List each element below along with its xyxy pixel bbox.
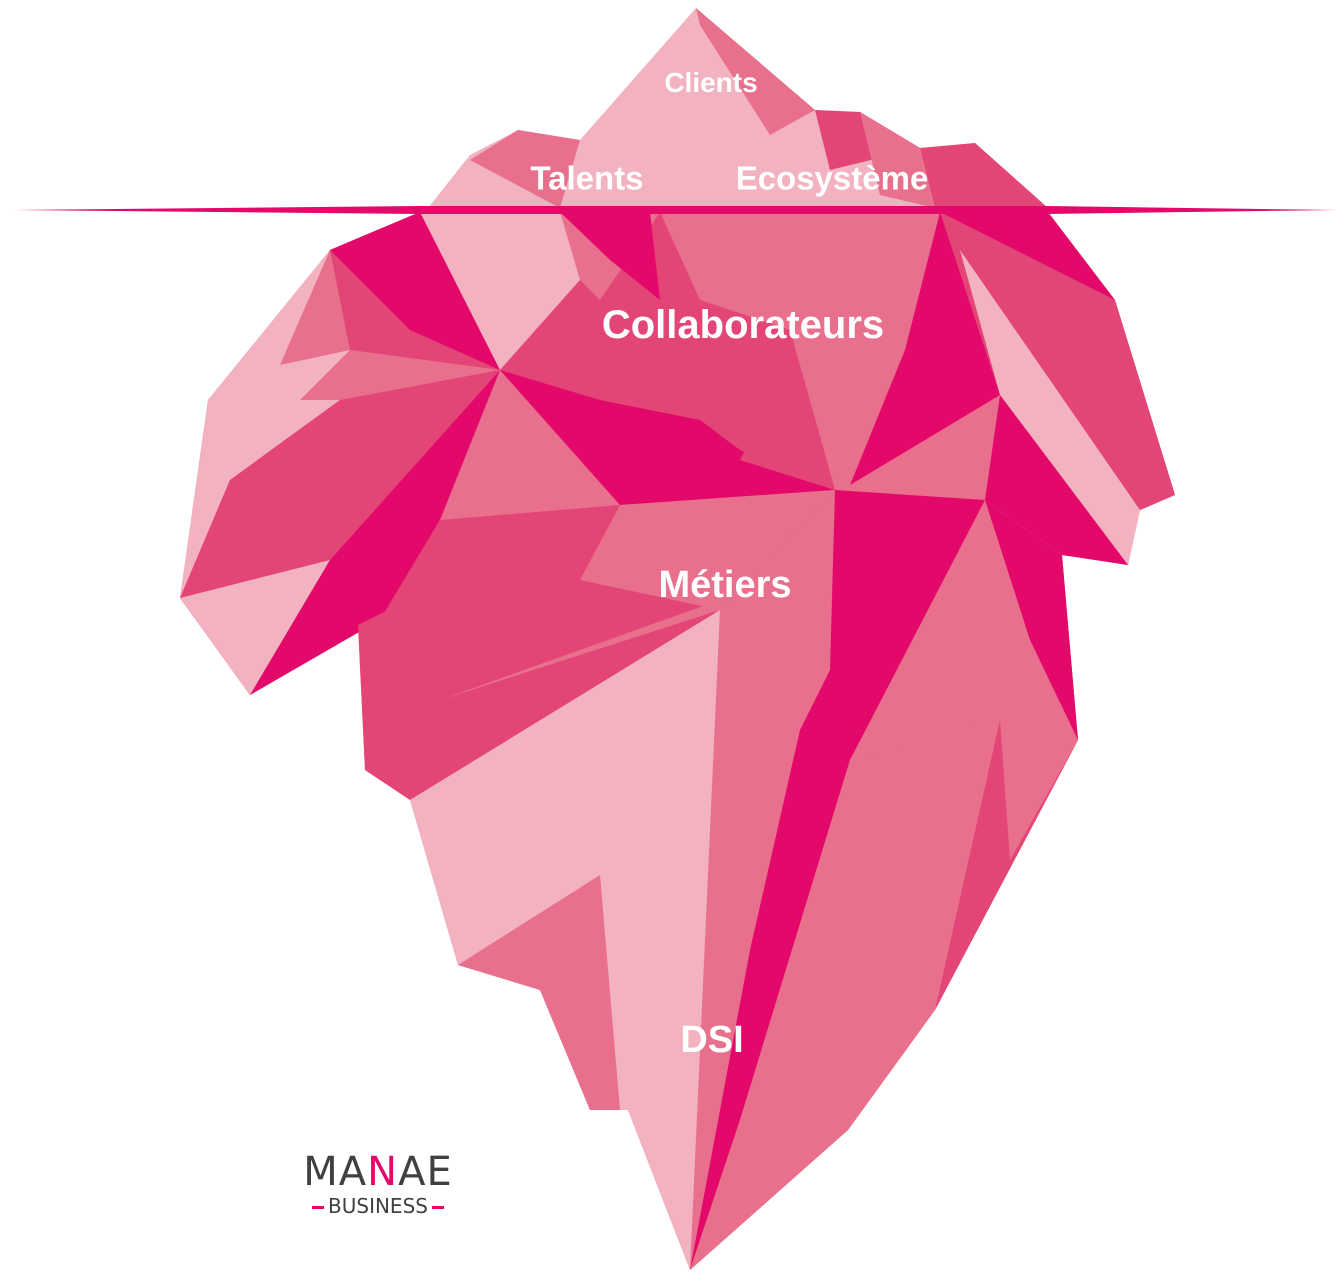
logo-dash-left (312, 1206, 325, 1209)
label-metiers: Métiers (658, 564, 792, 606)
waterline (15, 206, 1337, 214)
label-talents: Talents (530, 159, 644, 197)
logo-dash-right (431, 1206, 444, 1209)
logo-word-part1: MA (303, 1149, 368, 1195)
label-ecosystem: Ecosystème (735, 159, 929, 197)
logo-word-accent: N (367, 1149, 399, 1195)
manae-business-logo: MANAE BUSINESS (296, 1152, 460, 1222)
iceberg-body (180, 212, 1175, 1270)
logo-subtitle-row: BUSINESS (296, 1194, 460, 1218)
logo-word-part2: AE (398, 1149, 453, 1195)
iceberg-tip (428, 8, 1048, 208)
label-clients: Clients (664, 67, 758, 98)
label-collaborators: Collaborateurs (601, 303, 885, 347)
logo-wordmark: MANAE (296, 1152, 460, 1192)
logo-subtitle: BUSINESS (328, 1194, 428, 1218)
label-dsi: DSI (680, 1019, 744, 1061)
